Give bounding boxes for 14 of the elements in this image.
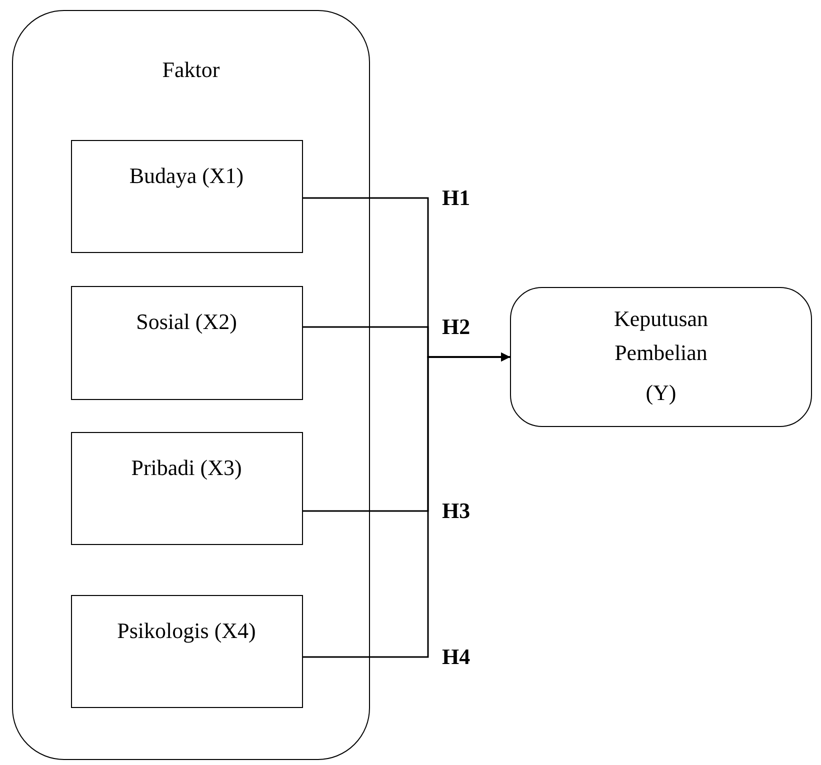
variable-box [70,432,302,544]
node-sublabel: (Y) [644,379,678,407]
variable-box [70,594,302,708]
variable-box [70,140,302,252]
node-label: Pribadi (X3) [130,454,243,482]
node-label: Psikologis (X4) [116,616,257,645]
node-label: Budaya (X1) [128,162,245,190]
variable-box [70,286,302,400]
node-label: Faktor [161,56,221,84]
outcome-box [510,287,812,427]
node-label: Sosial (X2) [135,308,238,336]
connector-arrow [303,352,510,658]
group-box [12,10,370,760]
node-label: Keputusan Pembelian [612,305,710,367]
